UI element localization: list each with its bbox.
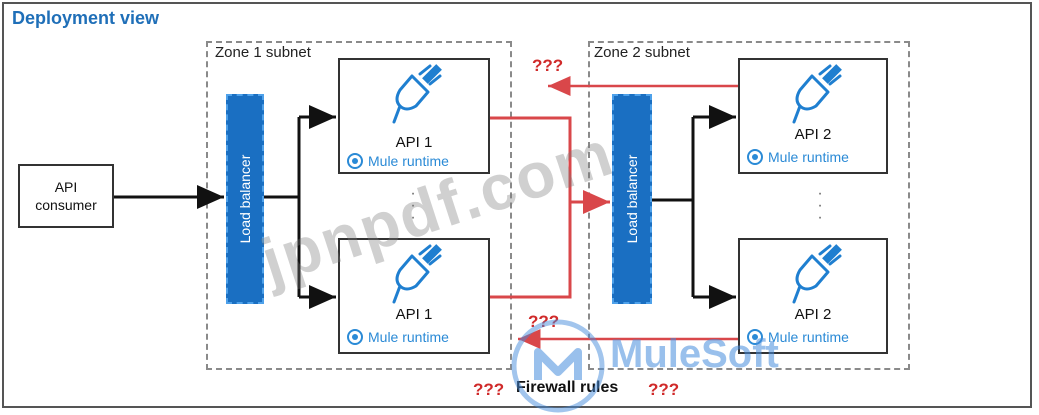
api-consumer-line1: API <box>54 179 78 195</box>
zone-2-load-balancer-label: Load balancer <box>624 154 640 244</box>
zone-2-label: Zone 2 subnet <box>591 44 693 61</box>
plug-icon <box>392 244 442 304</box>
zone-1-api-bottom-label: API 1 <box>395 306 433 323</box>
zone-1-api-bottom-runtime: Mule runtime <box>346 328 484 346</box>
zone-1-load-balancer: Load balancer <box>226 94 264 304</box>
zone-2-api-bottom-runtime: Mule runtime <box>746 328 882 346</box>
zone-1-api-top-runtime: Mule runtime <box>346 152 484 170</box>
api1-top-to-lb2-line <box>490 116 572 202</box>
mule-runtime-icon <box>747 329 763 345</box>
plug-icon <box>792 64 842 124</box>
api-consumer-line2: consumer <box>35 197 97 213</box>
zone-2-api-bottom-box: API 2 Mule runtime <box>738 238 888 354</box>
zone-2-api-top-label: API 2 <box>794 126 832 143</box>
zone-1-api-bottom-box: API 1 Mule runtime <box>338 238 490 354</box>
api-consumer-box: API consumer <box>18 164 114 228</box>
zone-2-api-top-runtime: Mule runtime <box>746 148 882 166</box>
zone-1-load-balancer-label: Load balancer <box>237 154 253 244</box>
unknown-top-label: ??? <box>532 56 564 75</box>
zone-2-api-bottom-runtime-label: Mule runtime <box>768 329 849 345</box>
plug-icon <box>392 64 442 124</box>
zone-1-ellipsis: ··· <box>410 185 416 226</box>
diagram-frame <box>2 2 1032 408</box>
mulesoft-logo-icon <box>511 319 605 413</box>
zone-1-api-top-label: API 1 <box>395 134 433 151</box>
api1-bottom-to-lb2-line <box>490 202 572 299</box>
zone-2-api-bottom-label: API 2 <box>794 306 832 323</box>
mule-runtime-icon <box>347 153 363 169</box>
zone-1-api-bottom-runtime-label: Mule runtime <box>368 329 449 345</box>
zone-2-api-top-runtime-label: Mule runtime <box>768 149 849 165</box>
zone-1-label: Zone 1 subnet <box>212 44 314 61</box>
diagram-title: Deployment view <box>12 8 160 28</box>
zone-2-ellipsis: ··· <box>817 185 823 226</box>
mule-runtime-icon <box>747 149 763 165</box>
mule-runtime-icon <box>347 329 363 345</box>
firewall-unknown-left: ??? <box>473 380 505 399</box>
plug-icon <box>792 244 842 304</box>
zone-2-api-top-box: API 2 Mule runtime <box>738 58 888 174</box>
zone-1-api-top-runtime-label: Mule runtime <box>368 153 449 169</box>
mulesoft-logo-text: MuleSoft <box>610 332 779 376</box>
firewall-unknown-right: ??? <box>648 380 680 399</box>
zone-2-load-balancer: Load balancer <box>612 94 652 304</box>
zone-1-api-top-box: API 1 Mule runtime <box>338 58 490 174</box>
